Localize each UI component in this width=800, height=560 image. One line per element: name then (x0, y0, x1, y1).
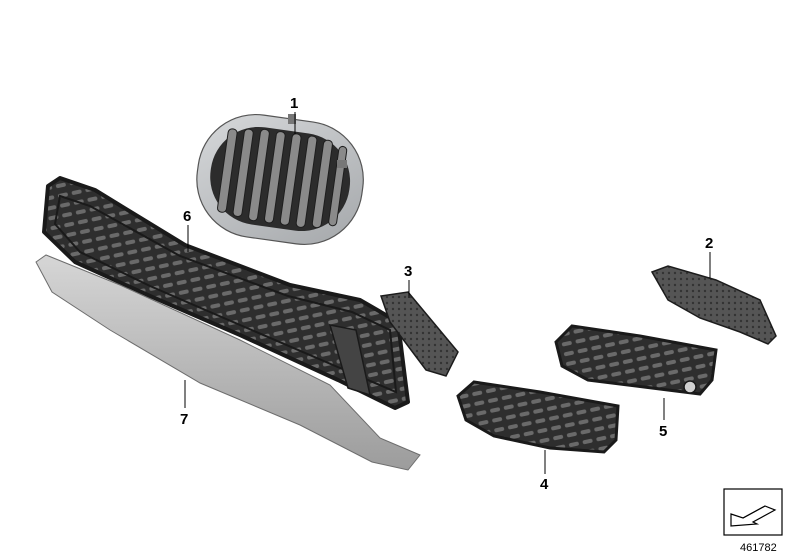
trim-strip-part (35, 254, 421, 471)
right-vent-grid-part (554, 324, 718, 396)
callout-1: 1 (290, 95, 298, 112)
callout-6: 6 (183, 208, 191, 225)
side-cover-part (650, 265, 777, 345)
reference-number: 461782 (740, 542, 777, 554)
left-vent-grid-part (456, 380, 620, 454)
callout-2: 2 (705, 235, 713, 252)
return-arrow-icon[interactable] (723, 488, 783, 536)
callout-4: 4 (540, 476, 549, 493)
bracket-part (379, 291, 459, 377)
grille-part (196, 113, 364, 246)
lower-center-grid-part (42, 176, 410, 410)
callout-7: 7 (180, 411, 188, 428)
callout-3: 3 (404, 263, 412, 280)
callout-5: 5 (659, 423, 667, 440)
